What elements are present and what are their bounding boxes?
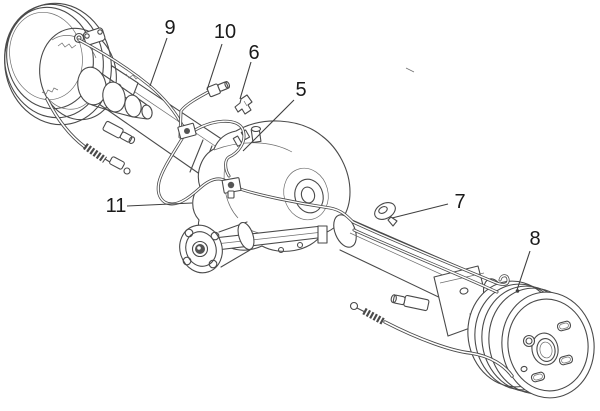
shock-peg-left <box>102 120 136 145</box>
callout-8-label: 8 <box>529 228 540 250</box>
wheel-cylinder <box>82 27 106 46</box>
left-hub <box>77 66 153 120</box>
callout-7-leader <box>391 203 449 219</box>
pipe-junction-block <box>221 177 242 199</box>
cable-end-fitting-left <box>109 156 125 170</box>
pipe-retaining-clip <box>234 94 253 115</box>
return-spring-bottom <box>41 87 59 95</box>
left-parking-brake-cable <box>45 97 131 175</box>
callout-8-leader-dot <box>515 289 520 293</box>
pipe-grommet-clip <box>374 202 398 227</box>
callout-9-leader <box>149 37 168 87</box>
left-backing-plate <box>39 27 117 121</box>
callout-6-leader <box>239 61 252 100</box>
callout-8-leader <box>516 250 531 291</box>
left-brake-drum <box>4 2 153 126</box>
pinion-flange <box>179 221 255 274</box>
callout-10-leader <box>206 43 223 91</box>
differential-housing <box>179 120 351 274</box>
hub-bore <box>531 332 559 366</box>
callout-7-label: 7 <box>454 191 465 213</box>
callouts: 9 10 6 5 7 8 11 <box>106 17 541 293</box>
callout-5-label: 5 <box>295 79 306 101</box>
callout-11-label: 11 <box>106 195 127 217</box>
return-spring-top <box>57 42 77 49</box>
wheel-stud-slots <box>520 320 574 383</box>
callout-5-leader <box>242 99 295 152</box>
stray-mark <box>405 67 415 73</box>
hub-nut <box>522 334 536 348</box>
pipe-clamp <box>177 122 197 140</box>
shock-peg-right <box>390 294 430 312</box>
union-fitting <box>206 80 231 98</box>
right-parking-brake-cable <box>349 301 514 378</box>
callout-9-label: 9 <box>164 17 175 39</box>
cable-adjuster-spring-left <box>82 143 108 163</box>
cable-end-ball-right <box>349 301 359 311</box>
callout-11-leader <box>126 202 193 207</box>
callout-10-label: 10 <box>214 21 236 43</box>
callout-6-label: 6 <box>248 42 259 64</box>
breather-valve <box>250 125 262 144</box>
right-brake-drum <box>467 280 595 399</box>
cable-adjuster-spring-right <box>362 307 386 326</box>
brake-pipes <box>77 38 510 294</box>
